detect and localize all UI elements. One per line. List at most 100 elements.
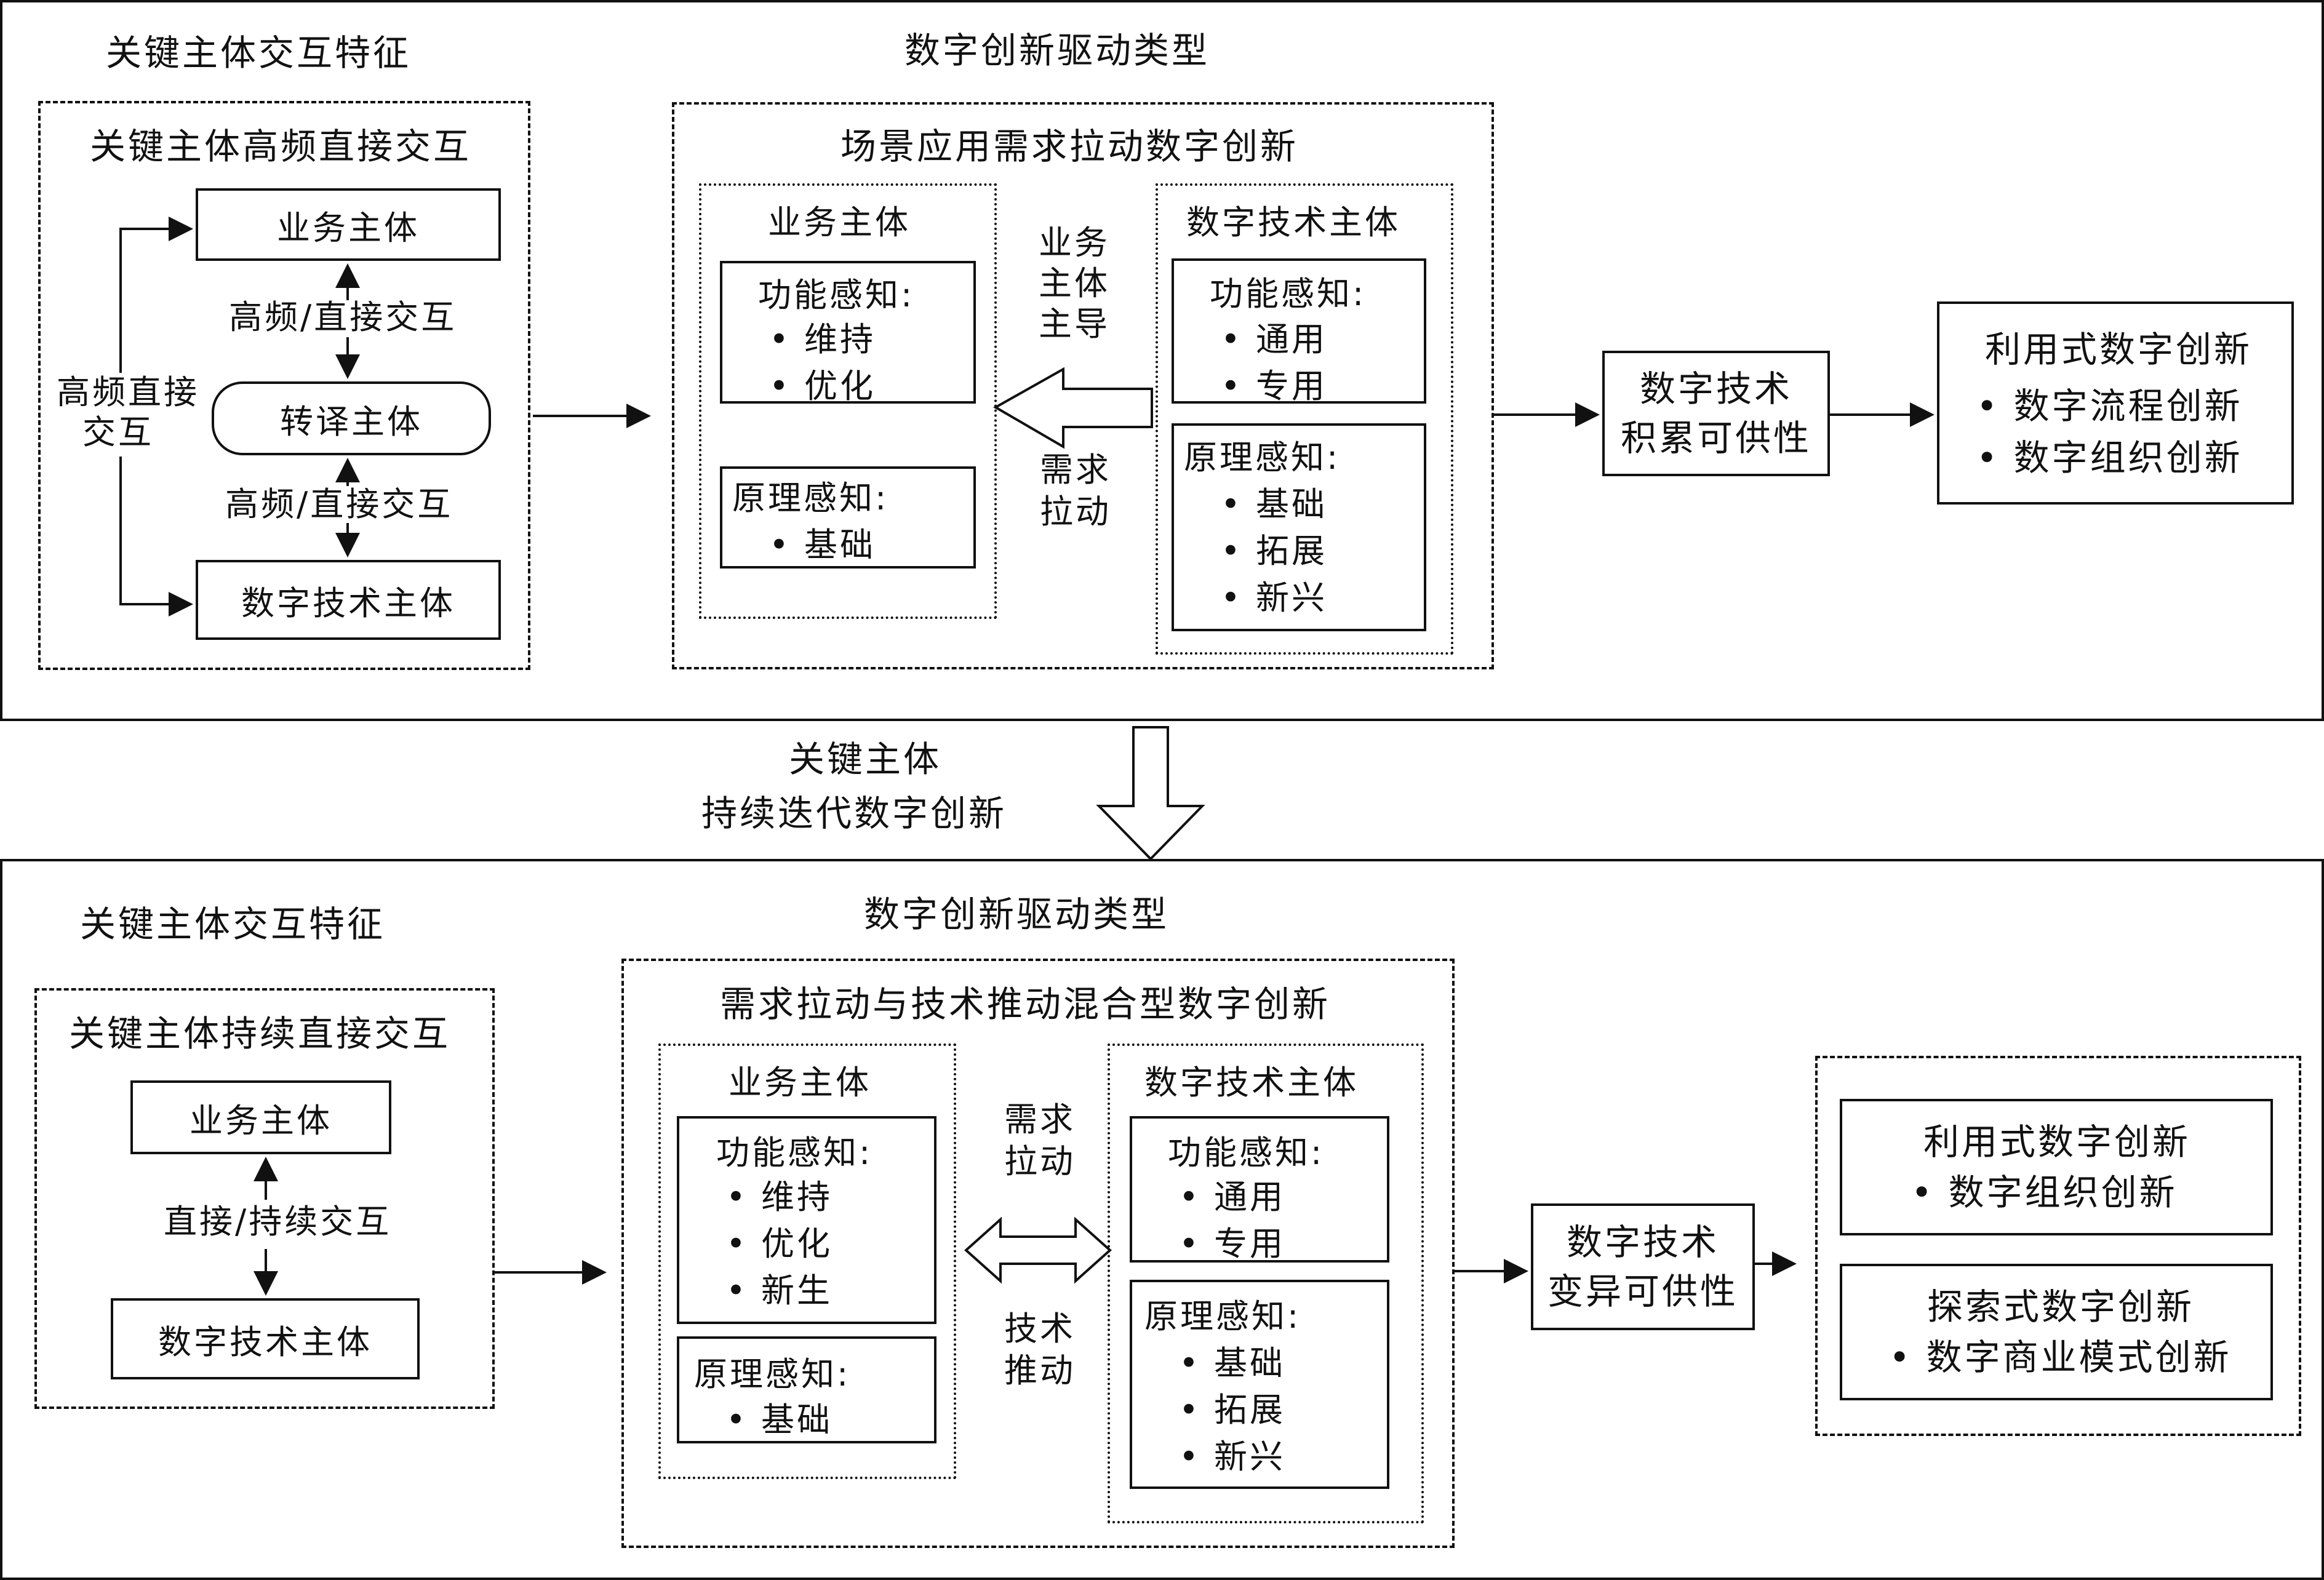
- bottom-left-prin-item: • 基础: [726, 1400, 833, 1439]
- bottom-pull-label-line: 需求: [1004, 1100, 1076, 1139]
- bottom-push-label-line: 技术: [1004, 1309, 1076, 1348]
- top-lead-label-line: 主导: [1039, 305, 1110, 343]
- top-pull-label: 需求 拉动: [1040, 449, 1111, 533]
- bottom-outcome2-title: 探索式数字创新: [1927, 1286, 2195, 1328]
- transition-line1: 关键主体: [788, 738, 941, 780]
- bottom-business-subject-label: 业务主体: [190, 1101, 332, 1140]
- top-right-prin-item: • 基础: [1221, 485, 1328, 524]
- bottom-pull-label-line: 拉动: [1004, 1142, 1076, 1181]
- top-translator-subject-label: 转译主体: [280, 402, 423, 441]
- top-interaction-box: [38, 101, 530, 670]
- bottom-right-prin-item: • 基础: [1179, 1344, 1286, 1382]
- bottom-driver-box: [621, 959, 1455, 1548]
- bottom-outcome1-item: • 数字组织创新: [1911, 1171, 2178, 1213]
- top-left-prin-item: • 基础: [769, 525, 876, 564]
- bottom-outcome1-title: 利用式数字创新: [1923, 1121, 2191, 1163]
- top-left-prin-list: • 基础: [769, 522, 876, 569]
- bottom-right-prin-item: • 新兴: [1179, 1437, 1286, 1476]
- top-outcome-item: • 数字组织创新: [1976, 437, 2243, 479]
- top-driver-box-title: 场景应用需求拉动数字创新: [841, 126, 1299, 167]
- bottom-left-func-title: 功能感知:: [716, 1133, 873, 1172]
- bottom-right-func-item: • 专用: [1179, 1224, 1286, 1263]
- bottom-outcome-container: [1815, 1056, 2301, 1436]
- bottom-left-prin-box: [677, 1336, 936, 1443]
- bottom-right-panel-title: 数字技术主体: [1144, 1063, 1359, 1102]
- top-lead-label: 业务 主体 主导: [1039, 223, 1110, 345]
- top-left-func-list: • 维持 • 优化: [769, 316, 876, 410]
- bottom-left-func-item: • 新生: [726, 1271, 833, 1310]
- top-left-prin-title: 原理感知:: [732, 479, 889, 517]
- top-right-func-box: [1172, 258, 1426, 404]
- top-business-subject: 业务主体: [196, 188, 501, 261]
- bottom-affordance-line1: 数字技术: [1566, 1221, 1719, 1263]
- top-right-func-list: • 通用 • 专用: [1221, 316, 1327, 410]
- bottom-interaction-title: 关键主体交互特征: [80, 903, 386, 945]
- top-interaction-title: 关键主体交互特征: [106, 32, 412, 74]
- bottom-driver-box-title: 需求拉动与技术推动混合型数字创新: [720, 983, 1331, 1025]
- bottom-left-func-box: [677, 1116, 936, 1324]
- bottom-affordance-box: 数字技术 变异可供性: [1531, 1203, 1755, 1330]
- bottom-left-func-list: • 维持 • 优化 • 新生: [726, 1174, 833, 1314]
- top-affordance-line1: 数字技术: [1639, 368, 1792, 410]
- top-outcome-title: 利用式数字创新: [1985, 329, 2253, 370]
- bottom-interaction-box-title: 关键主体持续直接交互: [69, 1013, 451, 1055]
- bottom-left-func-item: • 优化: [726, 1224, 833, 1263]
- top-side-label-line1: 高频直接: [57, 373, 199, 412]
- top-right-prin-item: • 拓展: [1221, 532, 1328, 570]
- top-left-func-item: • 优化: [769, 367, 876, 405]
- bottom-right-prin-title: 原理感知:: [1144, 1297, 1301, 1336]
- top-driver-box: [672, 102, 1494, 669]
- transition-hollow-arrow-down: [1096, 726, 1205, 861]
- bottom-right-func-list: • 通用 • 专用: [1179, 1174, 1285, 1267]
- bottom-outcome1-box: [1840, 1099, 2273, 1235]
- bottom-outcome2-item: • 数字商业模式创新: [1889, 1336, 2232, 1378]
- top-translator-subject: 转译主体: [212, 381, 491, 455]
- top-edge-label-lower: 高频/直接交互: [225, 485, 453, 524]
- top-edge-label-upper: 高频/直接交互: [229, 298, 457, 337]
- top-left-panel-title: 业务主体: [768, 203, 911, 242]
- bottom-push-label-line: 推动: [1004, 1351, 1076, 1390]
- top-right-prin-list: • 基础 • 拓展 • 新兴: [1221, 481, 1327, 621]
- bottom-outcome2-box: [1840, 1264, 2273, 1400]
- transition-line2: 持续迭代数字创新: [701, 792, 1007, 834]
- bottom-interaction-box: [34, 988, 495, 1409]
- top-outcome-box: [1937, 301, 2294, 505]
- bottom-right-func-box: [1130, 1116, 1389, 1263]
- top-left-prin-box: [720, 466, 976, 569]
- bottom-right-func-item: • 通用: [1179, 1178, 1286, 1216]
- top-right-func-item: • 通用: [1221, 320, 1328, 359]
- top-tech-subject-label: 数字技术主体: [241, 583, 455, 623]
- bottom-right-func-title: 功能感知:: [1168, 1133, 1325, 1172]
- bottom-right-prin-list: • 基础 • 拓展 • 新兴: [1179, 1340, 1285, 1480]
- bottom-left-prin-list: • 基础: [726, 1397, 833, 1443]
- top-driver-title: 数字创新驱动类型: [904, 30, 1210, 71]
- bottom-left-panel-title: 业务主体: [729, 1063, 871, 1102]
- top-left-func-item: • 维持: [769, 320, 876, 359]
- bottom-right-prin-box: [1130, 1280, 1389, 1489]
- bottom-push-label: 技术 推动: [1004, 1308, 1076, 1392]
- bottom-left-prin-title: 原理感知:: [694, 1355, 851, 1394]
- top-outcome-item: • 数字流程创新: [1976, 385, 2243, 427]
- bottom-edge-label: 直接/持续交互: [164, 1202, 392, 1241]
- top-lead-label-line: 主体: [1039, 264, 1110, 303]
- top-right-panel: [1156, 183, 1453, 655]
- bottom-tech-subject-label: 数字技术主体: [158, 1322, 372, 1362]
- top-right-panel-title: 数字技术主体: [1186, 203, 1400, 242]
- bottom-affordance-line2: 变异可供性: [1547, 1271, 1738, 1312]
- top-affordance-line2: 积累可供性: [1620, 417, 1811, 459]
- top-right-prin-box: [1172, 423, 1426, 631]
- top-interaction-box-title: 关键主体高频直接交互: [90, 126, 472, 167]
- top-outcome-list: • 数字流程创新 • 数字组织创新: [1976, 380, 2243, 484]
- top-side-label-line2: 交互: [82, 412, 154, 452]
- top-left-func-title: 功能感知:: [758, 276, 915, 314]
- bottom-pull-label: 需求 拉动: [1004, 1099, 1076, 1183]
- bottom-right-prin-item: • 拓展: [1179, 1390, 1286, 1429]
- top-lead-label-line: 业务: [1039, 223, 1110, 262]
- top-business-subject-label: 业务主体: [277, 208, 420, 247]
- top-pull-label-line: 需求: [1040, 450, 1111, 489]
- top-side-label: 高频直接 交互: [57, 373, 199, 453]
- top-affordance-box: 数字技术 积累可供性: [1602, 351, 1830, 476]
- top-tech-subject: 数字技术主体: [196, 560, 501, 640]
- top-left-func-box: [720, 261, 976, 404]
- bottom-left-panel: [658, 1043, 956, 1479]
